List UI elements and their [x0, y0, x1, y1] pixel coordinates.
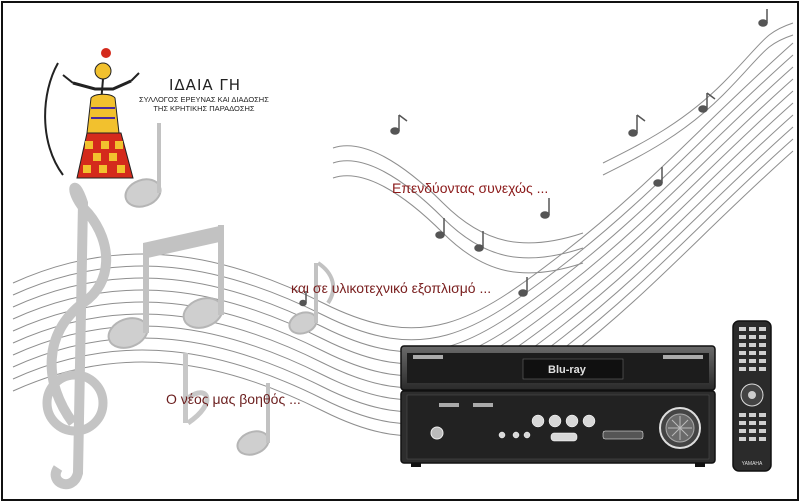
caption-new-helper: Ο νέος μας βοηθός ... — [166, 391, 301, 407]
music-note-icon — [698, 92, 716, 113]
flat-sign-icon — [183, 353, 210, 426]
music-note-icon — [758, 9, 768, 27]
treble-clef-icon — [42, 182, 112, 490]
music-note-icon — [288, 261, 336, 335]
music-notes — [42, 123, 336, 490]
music-note-icon — [540, 198, 550, 219]
music-note-icon — [474, 231, 484, 252]
music-note-icon — [435, 218, 445, 239]
logo-subtitle-line1: ΣΥΛΛΟΓΟΣ ΕΡΕΥΝΑΣ ΚΑΙ ΔΙΑΔΟΣΗΣ — [139, 95, 269, 104]
remote-control — [732, 320, 772, 472]
small-notes — [299, 9, 768, 307]
music-note-icon — [124, 123, 162, 208]
music-background — [12, 9, 794, 490]
power-knob-icon — [430, 426, 444, 440]
logo-subtitle: ΣΥΛΛΟΓΟΣ ΕΡΕΥΝΑΣ ΚΑΙ ΔΙΑΔΟΣΗΣ ΤΗΣ ΚΡΗΤΙΚ… — [139, 95, 269, 113]
music-note-icon — [299, 291, 307, 307]
music-note-icon — [628, 114, 646, 137]
music-note-icon — [518, 277, 528, 297]
av-receiver — [400, 345, 716, 467]
logo-subtitle-line2: ΤΗΣ ΚΡΗΤΙΚΗΣ ΠΑΡΑΔΟΣΗΣ — [153, 104, 255, 113]
logo-figure — [44, 48, 140, 179]
music-note-icon — [236, 383, 270, 456]
music-note-icon — [107, 225, 224, 349]
logo-title: ΙΔΑΙΑ ΓΗ — [169, 76, 242, 94]
music-note-icon — [390, 114, 408, 135]
caption-equipment: και σε υλικοτεχνικό εξοπλισμό ... — [291, 280, 492, 296]
caption-investing: Επενδύοντας συνεχώς ... — [392, 180, 549, 196]
music-note-icon — [653, 167, 663, 187]
volume-knob-icon — [659, 407, 701, 449]
